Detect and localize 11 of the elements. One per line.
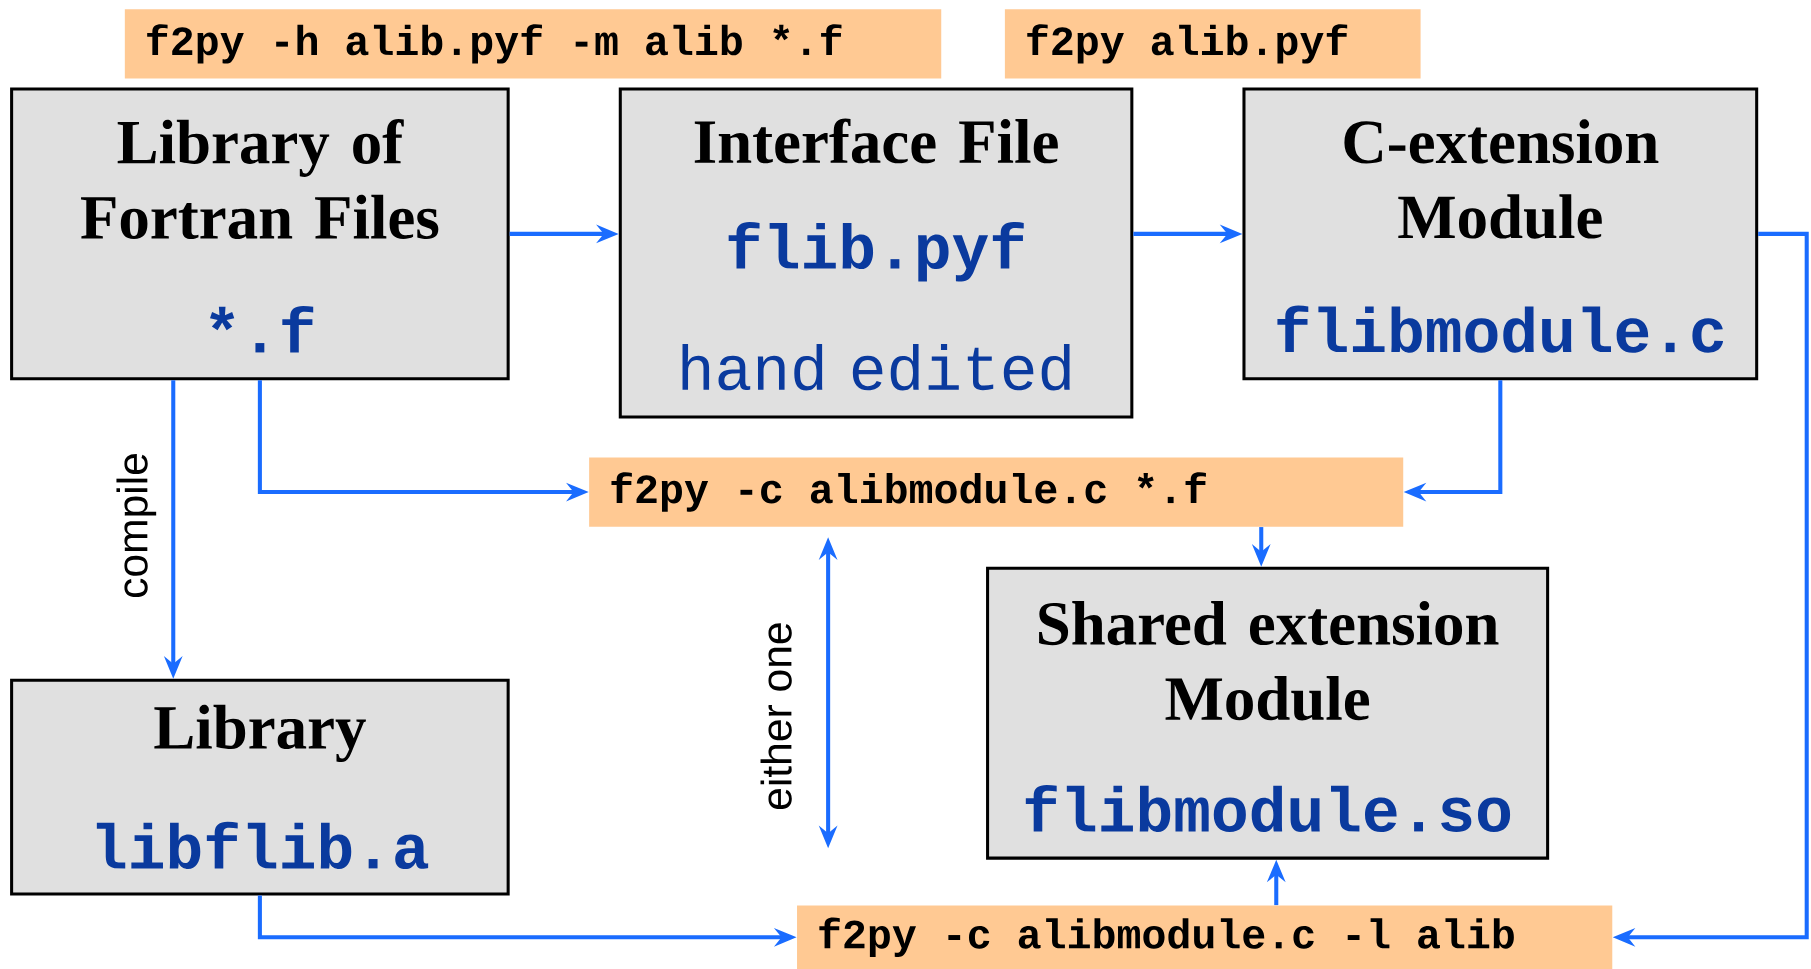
command-box: f2py -h alib.pyf -m alib *.f	[124, 9, 942, 79]
edge-label: compile	[116, 454, 157, 598]
edge-label: either one	[760, 623, 792, 810]
file-box: C-extension Module flibmodule.c	[1242, 87, 1759, 381]
file-box: Library libflib.a	[10, 678, 510, 896]
file-box: Interface File flib.pyf hand edited	[618, 87, 1134, 419]
command-box: f2py -c alibmodule.c -l alib	[797, 905, 1613, 969]
file-box: Library of Fortran Files *.f	[10, 87, 510, 381]
command-box: f2py -c alibmodule.c *.f	[589, 457, 1404, 527]
file-box: Shared extension Module flibmodule.so	[986, 566, 1550, 860]
command-box: f2py alib.pyf	[1004, 9, 1421, 79]
